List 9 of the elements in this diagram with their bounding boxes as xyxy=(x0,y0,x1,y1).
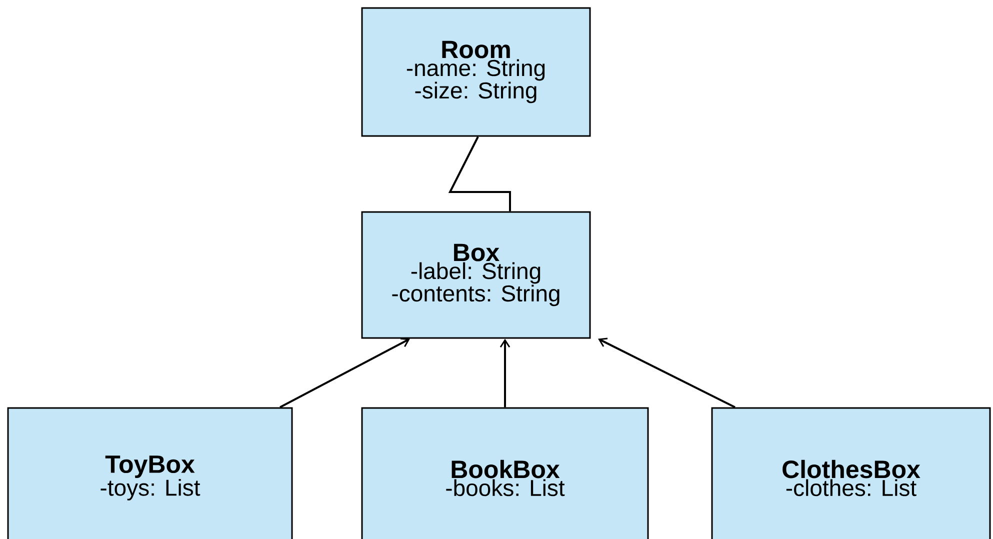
arrow xyxy=(598,338,736,408)
class-box: ClothesBox -clothes: List xyxy=(711,407,991,539)
class-box: ToyBox -toys: List xyxy=(7,407,293,539)
class-box: Box -label: String -contents: String xyxy=(361,211,591,339)
arrow xyxy=(500,338,510,408)
class-box: Room -name: String -size: String xyxy=(361,7,591,137)
connector-line xyxy=(448,136,511,212)
class-box: BookBox -books: List xyxy=(361,407,649,539)
arrow xyxy=(280,338,410,408)
